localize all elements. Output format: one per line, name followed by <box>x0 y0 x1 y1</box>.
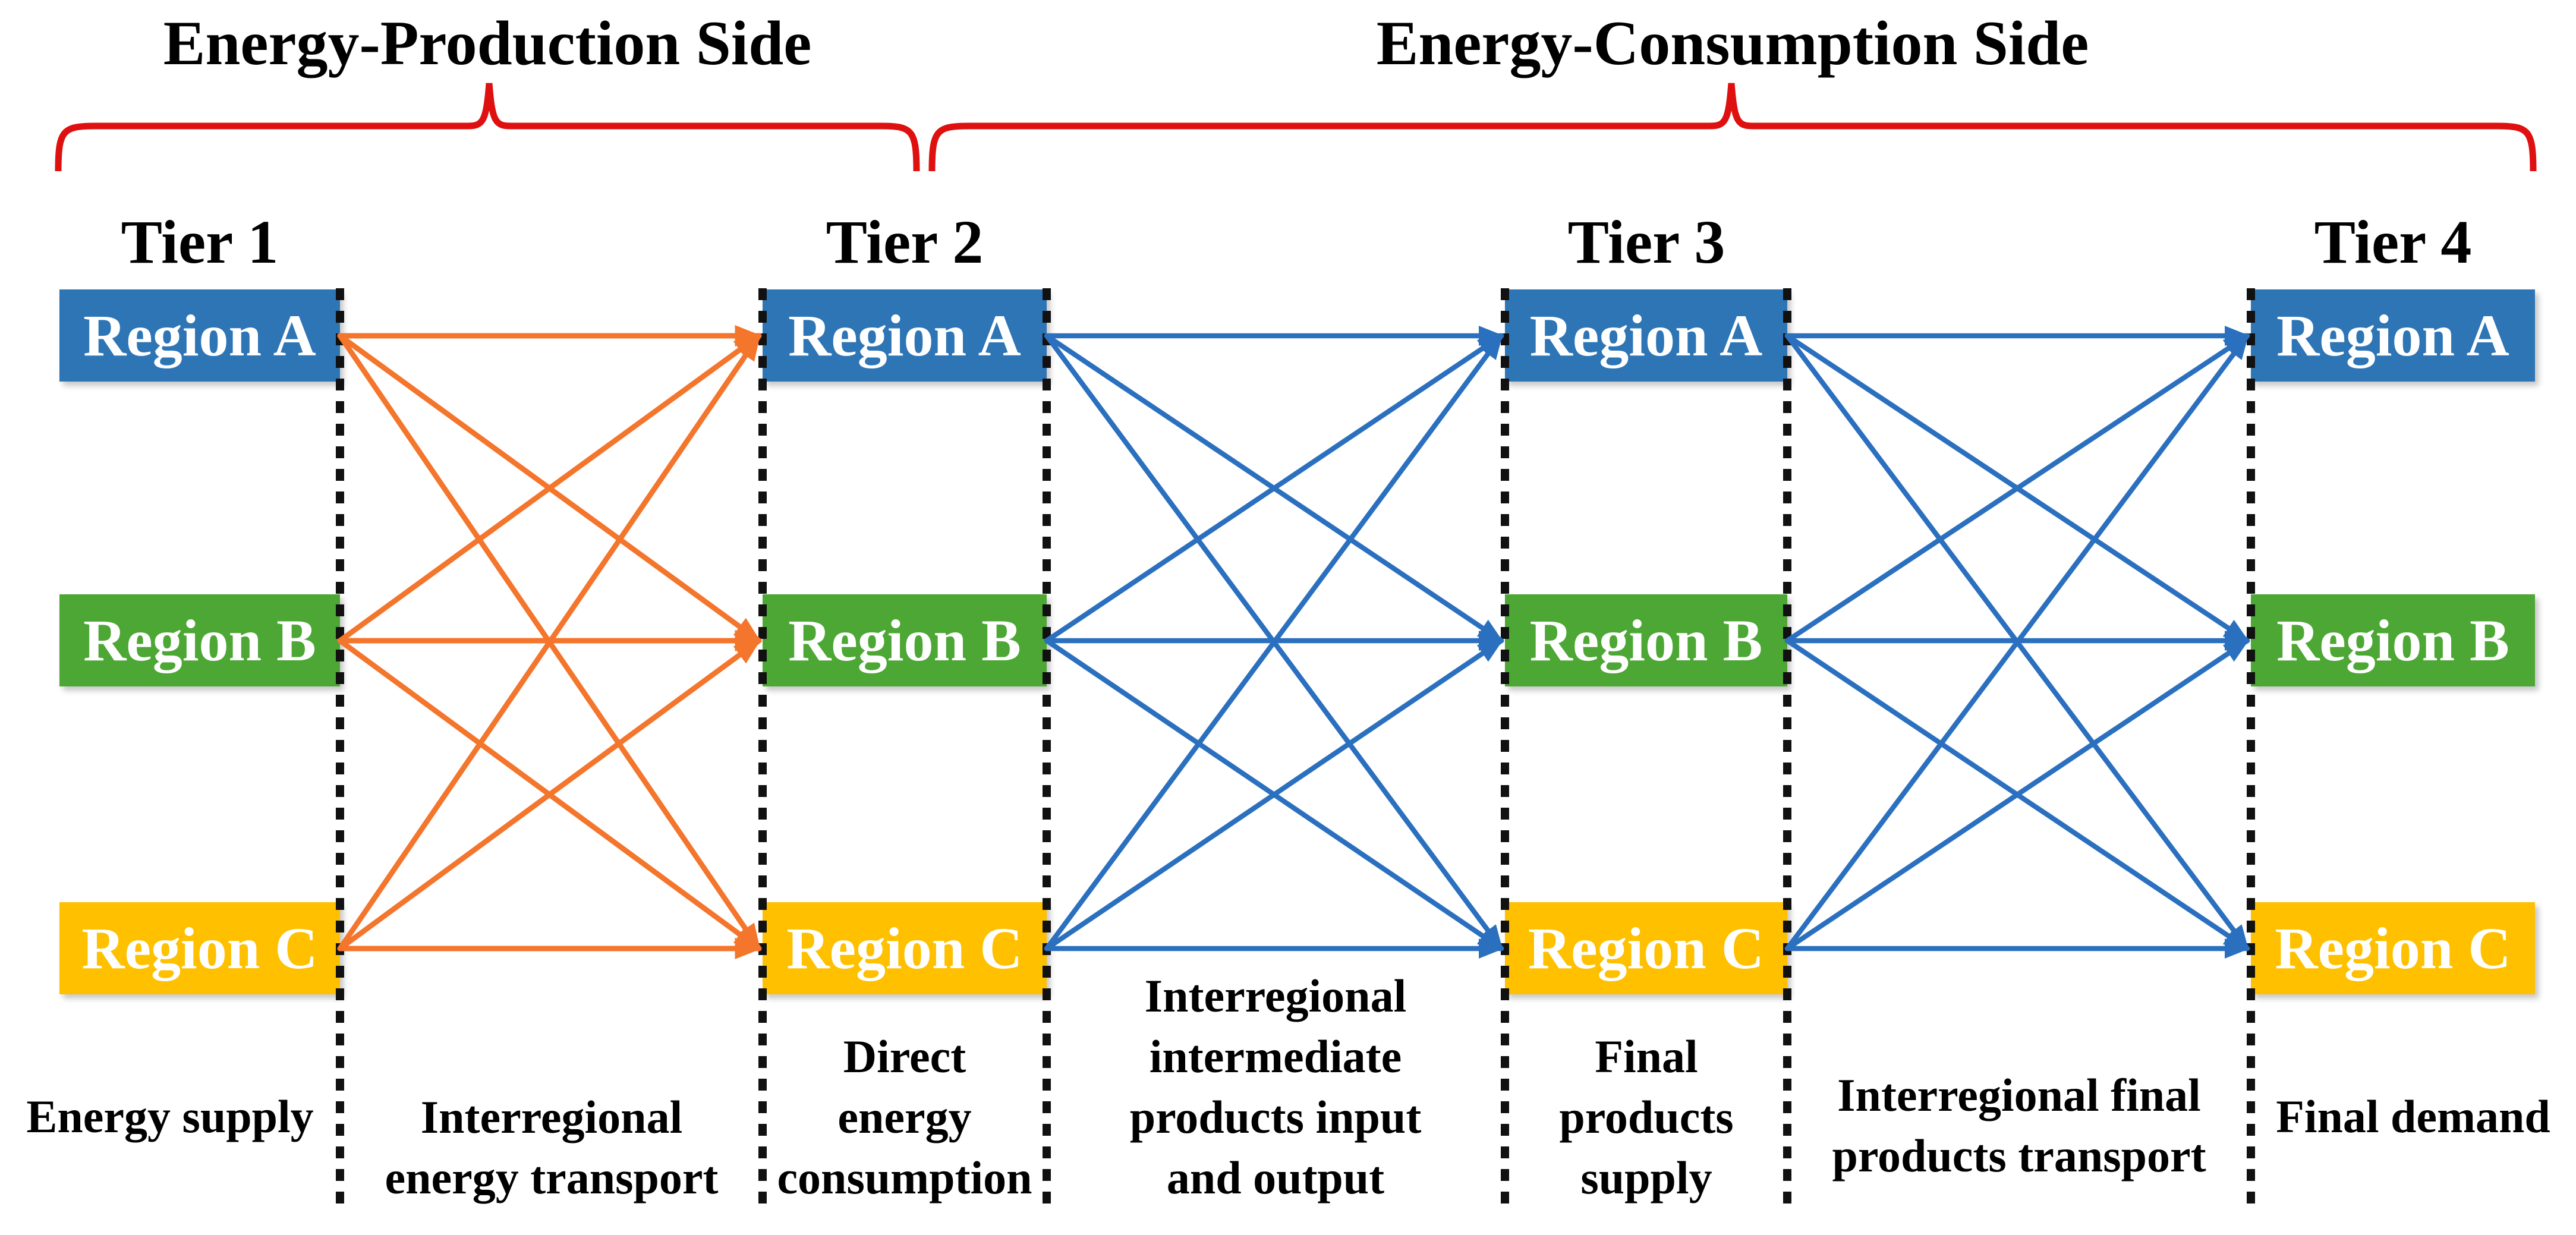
consumption-side-title: Energy-Consumption Side <box>1376 8 2089 78</box>
tier-3-header: Tier 3 <box>1567 208 1725 276</box>
flow-line <box>1044 333 1504 952</box>
flow-line <box>1784 333 2250 644</box>
tier-2-header: Tier 2 <box>826 208 984 276</box>
flow-line <box>337 333 762 644</box>
flow-line <box>1784 638 2250 952</box>
caption-interregional-energy-transport: Interregional energy transport <box>385 1091 719 1204</box>
tier3-region-c-box: Region C <box>1505 902 1787 994</box>
flow-arrows-tier3-to-tier4 <box>1784 326 2250 959</box>
caption-final-products-supply: Final products supply <box>1559 1031 1734 1204</box>
flow-line <box>1044 333 1504 952</box>
flow-line <box>1044 333 1504 644</box>
flow-arrows-tier1-to-tier2 <box>337 325 762 959</box>
flow-line <box>337 638 762 952</box>
tier4-region-c-box: Region C <box>2251 902 2535 994</box>
consumption-brace <box>928 83 2537 172</box>
flow-line <box>337 333 762 644</box>
tier3-region-b-box: Region B <box>1505 594 1787 686</box>
tier3-region-a-box: Region A <box>1505 289 1787 382</box>
tier4-region-a-box: Region A <box>2251 289 2535 382</box>
tier2-region-a-box: Region A <box>763 289 1047 382</box>
caption-energy-supply: Energy supply <box>26 1091 314 1142</box>
tier-1-header: Tier 1 <box>121 208 279 276</box>
caption-interregional-intermediate-products: Interregional intermediate products inpu… <box>1129 970 1422 1204</box>
flow-line <box>1044 638 1504 952</box>
tier2-region-b-box: Region B <box>763 594 1047 686</box>
flow-line <box>1784 333 2250 952</box>
tier-4-header: Tier 4 <box>2314 208 2472 276</box>
tier1-region-b-box: Region B <box>59 594 340 686</box>
tier2-region-c-box: Region C <box>763 902 1047 994</box>
caption-direct-energy-consumption: Direct energy consumption <box>777 1031 1032 1204</box>
flow-line <box>1784 638 2250 952</box>
flow-line <box>337 333 762 952</box>
production-brace <box>55 83 920 172</box>
caption-interregional-final-products-transport: Interregional final products transport <box>1832 1069 2206 1182</box>
flow-line <box>1044 333 1504 644</box>
flow-arrow-layer <box>337 325 2250 959</box>
production-side-title: Energy-Production Side <box>163 8 812 78</box>
side-braces <box>55 83 2537 172</box>
flow-line <box>337 333 762 952</box>
flow-line <box>1044 638 1504 952</box>
tier4-region-b-box: Region B <box>2251 594 2535 686</box>
flow-arrows-tier2-to-tier3 <box>1044 326 1504 959</box>
flow-line <box>1784 333 2250 952</box>
tier1-region-c-box: Region C <box>59 902 340 994</box>
caption-final-demand: Final demand <box>2276 1091 2550 1142</box>
flow-line <box>1784 333 2250 644</box>
flow-line <box>337 638 762 952</box>
tier1-region-a-box: Region A <box>59 289 340 382</box>
